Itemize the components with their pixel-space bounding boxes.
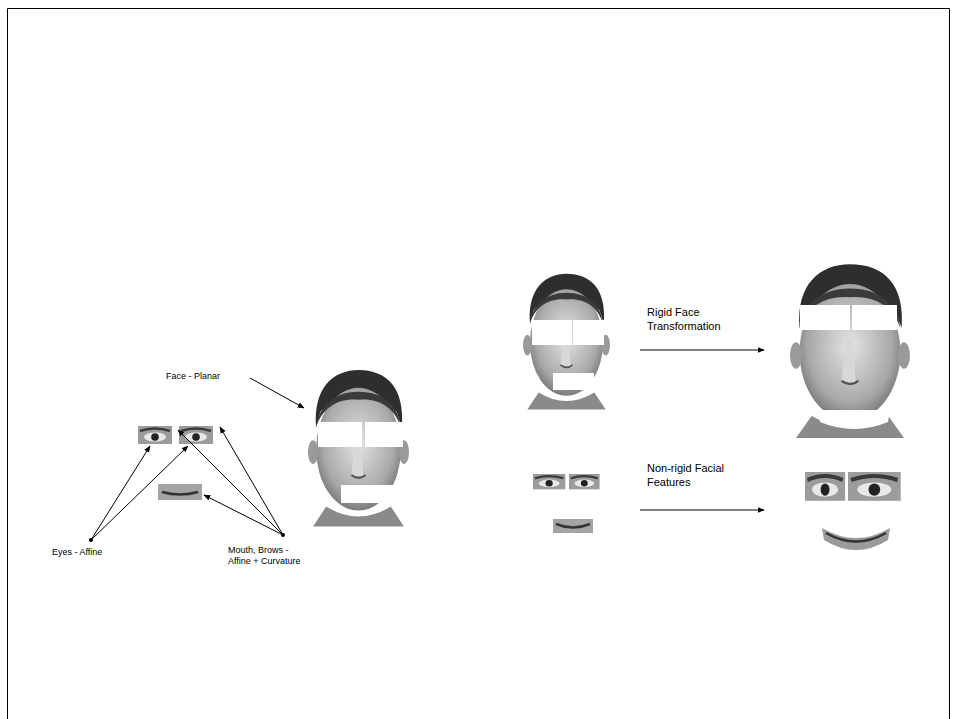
rigid-label: Rigid Face Transformation bbox=[647, 306, 724, 334]
mouth-brows-label: Mouth, Brows - Affine + Curvature bbox=[228, 545, 304, 568]
face-label: Face - Planar bbox=[166, 371, 220, 382]
nonrigid-label: Non-rigid Facial Features bbox=[647, 462, 726, 490]
eyes-label: Eyes - Affine bbox=[52, 547, 102, 558]
